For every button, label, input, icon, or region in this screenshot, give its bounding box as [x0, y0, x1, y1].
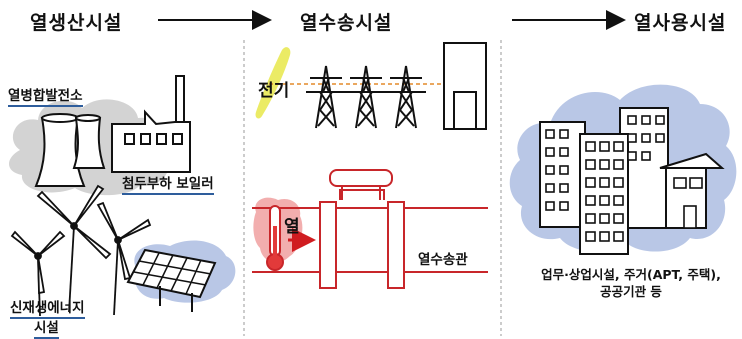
- header-usage: 열사용시설: [634, 12, 727, 34]
- chp-plant-illustration: [8, 75, 191, 196]
- electricity-label: 전기: [258, 81, 290, 101]
- buildings-illustration: [509, 84, 737, 255]
- solar-panel-illustration: [126, 240, 236, 312]
- peak-boiler-label: 첨두부하 보일러: [122, 172, 214, 195]
- electricity-transmission-illustration: [255, 42, 487, 130]
- heat-pipe-label: 열수송관: [418, 252, 468, 268]
- renewable-label-line1: 신재생에너지: [10, 296, 85, 319]
- header-transport: 열수송시설: [300, 12, 393, 34]
- heat-label: 열: [284, 217, 300, 237]
- header-production: 열생산시설: [30, 12, 123, 34]
- chp-plant-label: 열병합발전소: [8, 84, 83, 107]
- usage-caption-line2: 공공기관 등: [600, 284, 662, 299]
- usage-caption-line1: 업무·상업시설, 주거(APT, 주택),: [541, 267, 721, 282]
- wind-turbines-illustration: [10, 184, 152, 317]
- usage-caption: 업무·상업시설, 주거(APT, 주택), 공공기관 등: [526, 266, 736, 300]
- thermometer-icon: [266, 205, 284, 271]
- renewable-label-line2: 시설: [34, 316, 59, 339]
